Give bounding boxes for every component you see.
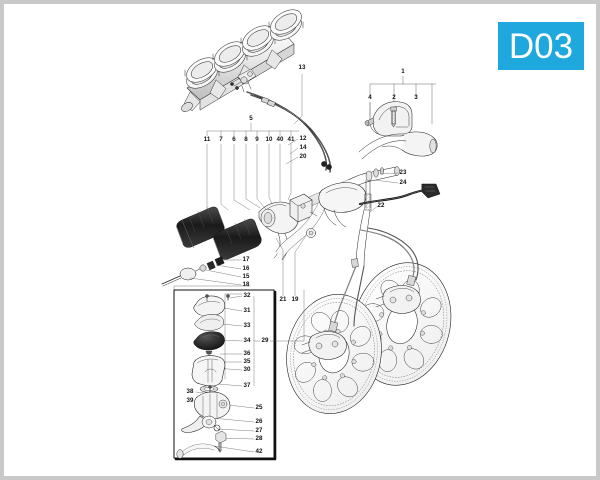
callout-29: 29 bbox=[261, 336, 269, 344]
callout-39: 39 bbox=[186, 396, 194, 404]
callout-42: 42 bbox=[255, 447, 263, 455]
callout-3: 3 bbox=[414, 93, 418, 101]
brake-caliper-right bbox=[375, 285, 421, 314]
callout-10: 10 bbox=[265, 135, 273, 143]
callout-21: 21 bbox=[279, 295, 287, 303]
callout-6: 6 bbox=[232, 135, 236, 143]
front-brake-discs bbox=[286, 227, 452, 414]
callout-19: 19 bbox=[291, 295, 299, 303]
callout-12: 12 bbox=[299, 134, 307, 142]
left-control-assembly bbox=[258, 182, 367, 261]
callout-7: 7 bbox=[219, 135, 223, 143]
callout-41: 41 bbox=[287, 135, 295, 143]
callout-32: 32 bbox=[243, 291, 251, 299]
callout-13: 13 bbox=[298, 63, 306, 71]
callout-17: 17 bbox=[242, 255, 250, 263]
callout-18: 18 bbox=[242, 280, 250, 288]
callout-leader-lines bbox=[189, 73, 399, 297]
callout-33: 33 bbox=[243, 321, 251, 329]
callout-27: 27 bbox=[255, 426, 263, 434]
diagram-canvas: 1 4 2 3 13 5 11 7 6 8 9 10 40 41 12 14 2… bbox=[4, 4, 596, 476]
callout-40: 40 bbox=[276, 135, 284, 143]
handlebar-grips bbox=[176, 206, 262, 260]
callout-20: 20 bbox=[299, 152, 307, 160]
callout-24: 24 bbox=[399, 178, 407, 186]
brake-caliper-left bbox=[301, 331, 347, 360]
callout-9: 9 bbox=[255, 135, 259, 143]
callout-15: 15 bbox=[242, 272, 250, 280]
callout-14: 14 bbox=[299, 143, 307, 151]
detail-inset-box bbox=[173, 289, 277, 461]
callout-36: 36 bbox=[243, 349, 251, 357]
bar-clamp-hardware bbox=[355, 167, 385, 267]
diagram-code-badge: D03 bbox=[498, 22, 584, 70]
bar-end-weight-parts bbox=[161, 256, 225, 287]
diagram-code-label: D03 bbox=[508, 26, 574, 66]
parts-diagram-artwork bbox=[161, 9, 452, 461]
callout-4: 4 bbox=[368, 93, 372, 101]
callout-5: 5 bbox=[249, 114, 253, 122]
callout-2: 2 bbox=[392, 93, 396, 101]
throttle-cables bbox=[246, 91, 332, 173]
callout-34: 34 bbox=[243, 336, 251, 344]
callout-28: 28 bbox=[255, 434, 263, 442]
callout-31: 31 bbox=[243, 306, 251, 314]
callout-26: 26 bbox=[255, 417, 263, 425]
front-brake-hose-upper bbox=[358, 183, 441, 206]
callout-22: 22 bbox=[377, 201, 385, 209]
mirror-and-fastener-group bbox=[358, 75, 438, 160]
callout-38: 38 bbox=[186, 387, 194, 395]
callout-37: 37 bbox=[243, 381, 251, 389]
callout-25: 25 bbox=[255, 403, 263, 411]
callout-8: 8 bbox=[244, 135, 248, 143]
callout-30: 30 bbox=[243, 365, 251, 373]
throttle-body-assembly bbox=[181, 9, 304, 112]
callout-35: 35 bbox=[243, 357, 251, 365]
callout-23: 23 bbox=[399, 168, 407, 176]
callout-16: 16 bbox=[242, 264, 250, 272]
callout-11: 11 bbox=[203, 135, 211, 143]
callout-1: 1 bbox=[401, 67, 405, 75]
